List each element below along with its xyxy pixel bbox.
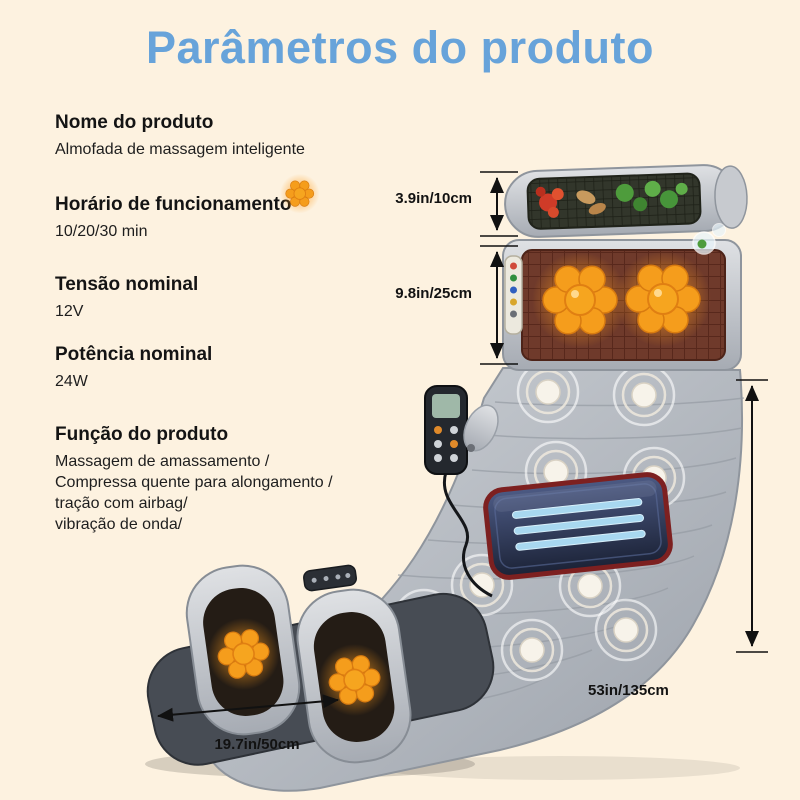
- remote-control: [424, 385, 493, 598]
- dimension-pillow-height: 3.9in/10cm: [395, 190, 472, 207]
- air-pump-bulb: [463, 404, 499, 452]
- spec-label: Função do produto: [55, 424, 229, 445]
- ground-shadow: [380, 756, 740, 780]
- spec-product-name: Nome do produto Almofada de massagem int…: [55, 112, 305, 160]
- spec-value: 24W: [55, 373, 88, 390]
- spec-label: Potência nominal: [55, 344, 213, 365]
- spec-value: 12V: [55, 303, 84, 320]
- remote-screen: [432, 394, 460, 418]
- dimension-back-section: 9.8in/25cm: [395, 285, 472, 302]
- spec-rated-power: Potência nominal 24W: [55, 344, 212, 392]
- spec-value: Almofada de massagem inteligente: [55, 141, 305, 158]
- control-strip: [504, 255, 523, 335]
- spec-value: 10/20/30 min: [55, 223, 148, 240]
- page-title: Parâmetros do produto: [145, 22, 655, 73]
- aroma-bubbles: [692, 223, 726, 255]
- dimension-total-length: 53in/135cm: [588, 682, 669, 699]
- spec-label: Nome do produto: [55, 112, 214, 133]
- back-kneading-section: [279, 173, 742, 371]
- dimension-arrows: [157, 171, 768, 722]
- lumbar-airbag-pillow: [483, 472, 673, 580]
- spec-product-function: Função do produto Massagem de amassament…: [55, 424, 333, 535]
- spec-value: Massagem de amassamento / Compressa quen…: [55, 453, 333, 533]
- spec-label: Horário de funcionamento: [55, 194, 292, 215]
- herbs: [535, 180, 688, 218]
- spec-label: Tensão nominal: [55, 274, 199, 295]
- spec-rated-voltage: Tensão nominal 12V: [55, 274, 198, 322]
- dimension-foot-width: 19.7in/50cm: [214, 736, 300, 753]
- foot-pod-left: [185, 564, 301, 736]
- herbal-pillow: [504, 164, 748, 238]
- foot-control-panel: [303, 564, 357, 592]
- small-roller: [279, 173, 320, 214]
- foot-massager: [146, 564, 495, 766]
- spec-working-time: Horário de funcionamento 10/20/30 min: [55, 194, 291, 242]
- kneading-roller-right: [614, 250, 712, 348]
- kneading-roller-left: [531, 251, 629, 349]
